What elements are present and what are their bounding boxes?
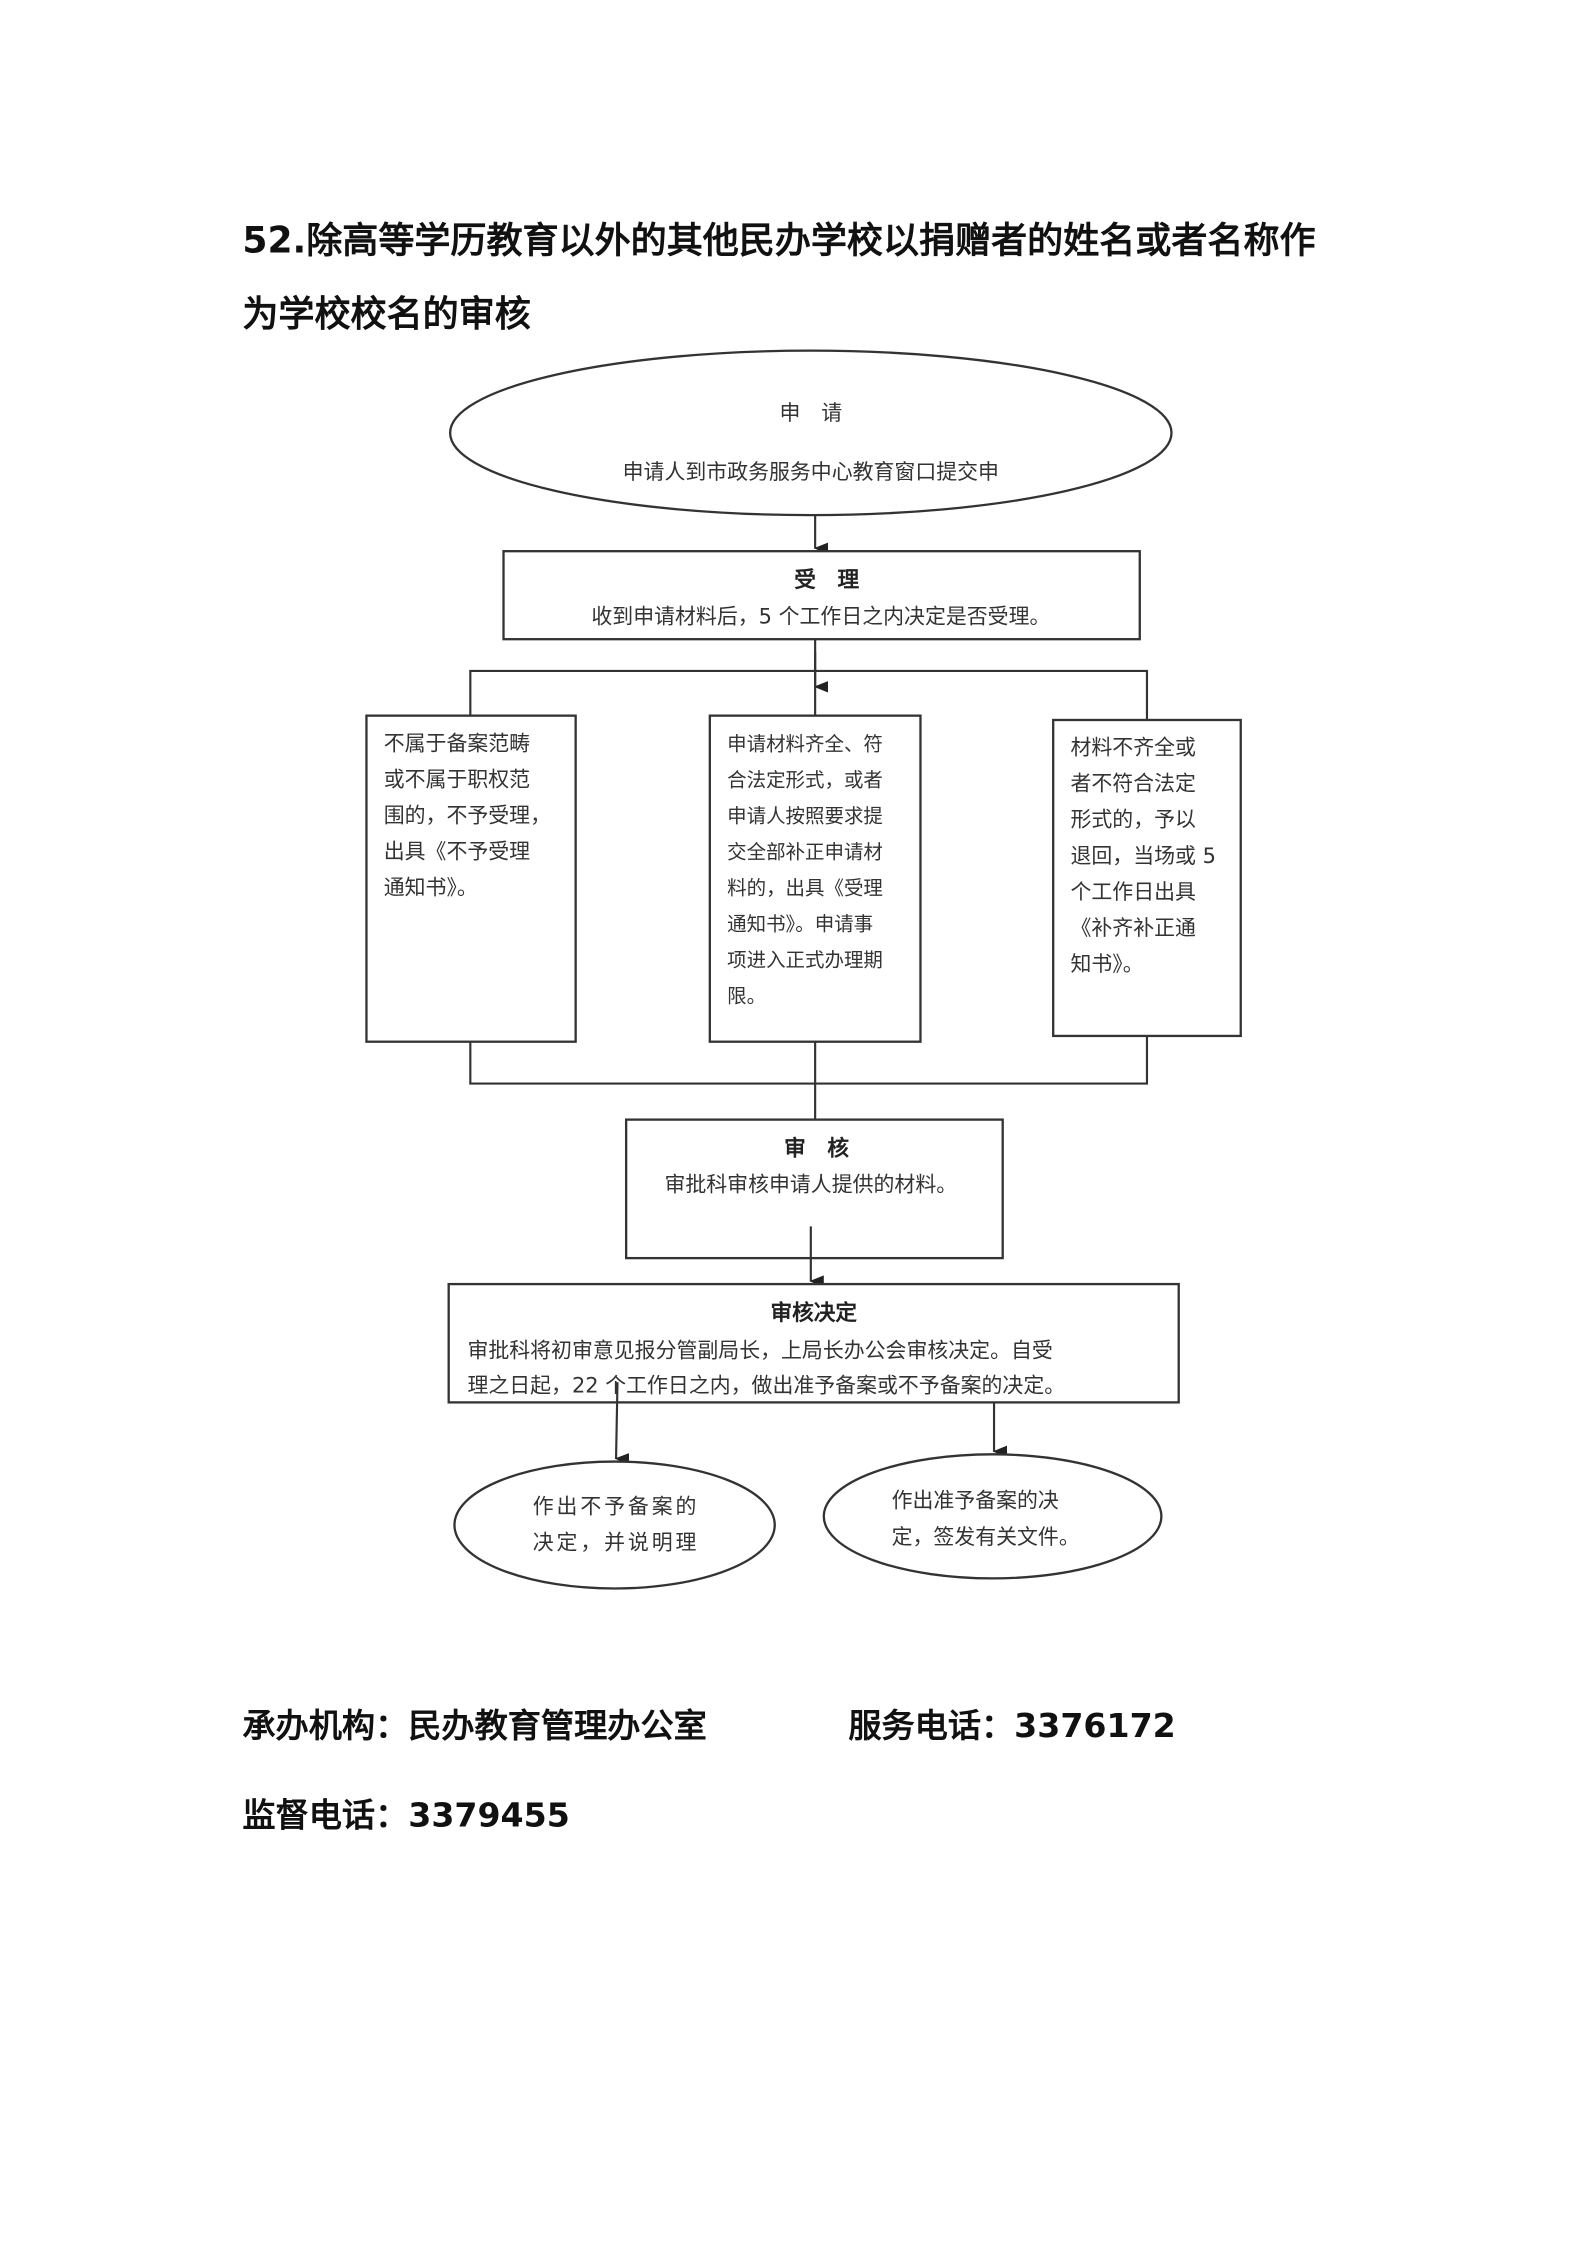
arrow-decision-reject	[614, 1382, 630, 1465]
decision-line: 审批科将初审意见报分管副局长，上局长办公会审核决定。自受	[467, 1339, 1052, 1363]
review-heading: 审 核	[784, 1136, 849, 1162]
branch-left: 不属于备案范畴 或不属于职权范 围的，不予受理， 出具《不予受理 通知书》。	[365, 714, 577, 1043]
outcome-approve: 作出准予备案的决 定，签发有关文件。	[822, 1453, 1163, 1580]
branch-right-line: 形式的，予以	[1071, 808, 1197, 832]
branch-middle-box	[708, 714, 922, 1043]
service-phone: 服务电话：3376172	[848, 1706, 1175, 1745]
accept-heading: 受 理	[794, 567, 859, 593]
outcome-reject: 作出不予备案的 决定，并说明理	[453, 1460, 776, 1590]
branch-right-box	[1052, 718, 1242, 1038]
approve-ellipse	[822, 1453, 1163, 1580]
branch-middle-line: 申请材料齐全、符	[727, 732, 883, 755]
reject-line: 作出不予备案的	[533, 1494, 700, 1518]
branch-middle: 申请材料齐全、符 合法定形式，或者 申请人按照要求提 交全部补正申请材 料的，出…	[708, 714, 922, 1043]
reject-line: 决定，并说明理	[533, 1531, 700, 1555]
accept-text: 收到申请材料后，5 个工作日之内决定是否受理。	[591, 604, 1050, 628]
branch-connector-bottom	[469, 1035, 1149, 1120]
step-decision: 审核决定 审批科将初审意见报分管副局长，上局长办公会审核决定。自受 理之日起，2…	[447, 1282, 1180, 1404]
page-title-line2: 为学校校名的审核	[242, 293, 530, 335]
approve-line: 作出准予备案的决	[892, 1489, 1059, 1513]
accept-box	[502, 550, 1141, 641]
step-accept: 受 理 收到申请材料后，5 个工作日之内决定是否受理。	[502, 550, 1141, 641]
branch-right-line: 个工作日出具	[1071, 880, 1197, 904]
branch-left-line: 不属于备案范畴	[384, 731, 530, 755]
branch-middle-line: 项进入正式办理期	[727, 949, 883, 972]
branch-middle-line: 申请人按照要求提	[727, 804, 883, 827]
approve-line: 定，签发有关文件。	[892, 1525, 1080, 1549]
step-apply: 申 请 申请人到市政务服务中心教育窗口提交申	[448, 349, 1173, 517]
branch-right-line: 者不符合法定	[1071, 772, 1197, 796]
branch-right-line: 退回，当场或 5	[1071, 844, 1216, 868]
decision-heading: 审核决定	[770, 1300, 857, 1326]
branch-left-line: 通知书》。	[384, 876, 478, 900]
branch-middle-line: 限。	[727, 985, 766, 1008]
branch-left-line: 出具《不予受理	[384, 839, 530, 863]
branch-right-line: 材料不齐全或	[1071, 736, 1197, 760]
branch-middle-line: 料的，出具《受理	[727, 877, 883, 900]
branch-middle-line: 交全部补正申请材	[727, 840, 883, 863]
agency-label: 承办机构：民办教育管理办公室	[242, 1706, 706, 1745]
branch-left-box	[365, 714, 577, 1043]
page-title-line1: 52.除高等学历教育以外的其他民办学校以捐赠者的姓名或者名称作	[242, 220, 1315, 262]
decision-line: 理之日起，22 个工作日之内，做出准予备案或不予备案的决定。	[467, 1373, 1065, 1397]
branch-right-line: 知书》。	[1071, 952, 1144, 976]
branch-right-line: 《补齐补正通	[1071, 916, 1197, 940]
apply-ellipse	[448, 349, 1173, 517]
apply-heading: 申 请	[779, 401, 842, 425]
branch-middle-line: 合法定形式，或者	[727, 768, 883, 791]
branch-middle-line: 通知书》。申请事	[727, 913, 873, 936]
branch-left-line: 或不属于职权范	[384, 767, 530, 791]
supervise-phone: 监督电话：3379455	[242, 1796, 569, 1835]
branch-left-line: 围的，不予受理，	[384, 803, 551, 827]
review-box	[624, 1118, 1004, 1260]
step-review: 审 核 审批科审核申请人提供的材料。	[624, 1118, 1004, 1260]
branch-right: 材料不齐全或 者不符合法定 形式的，予以 退回，当场或 5 个工作日出具 《补齐…	[1052, 718, 1242, 1038]
review-text: 审批科审核申请人提供的材料。	[664, 1173, 957, 1197]
apply-text: 申请人到市政务服务中心教育窗口提交申	[623, 460, 999, 484]
branch-connector-top	[469, 639, 1149, 720]
decision-box	[447, 1282, 1180, 1404]
reject-ellipse	[453, 1460, 776, 1590]
